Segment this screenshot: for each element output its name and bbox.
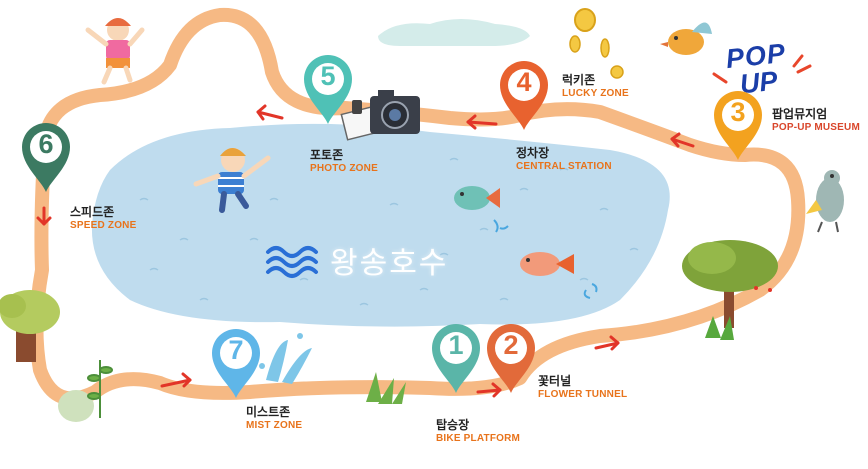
tree-icon — [682, 240, 778, 340]
stop-label-6: 스피드존 SPEED ZONE — [70, 205, 136, 233]
stop-label-7: 미스트존 MIST ZONE — [246, 405, 302, 433]
stop-label-4: 럭키존 LUCKY ZONE — [562, 73, 629, 101]
station-name-en: CENTRAL STATION — [516, 161, 612, 172]
station-name-ko: 정차장 — [516, 146, 550, 160]
stop-pin-7[interactable]: 7 — [209, 326, 263, 400]
stop-name-en: MIST ZONE — [246, 420, 303, 431]
stop-label-1: 탑승장 BIKE PLATFORM — [436, 418, 520, 446]
stop-pin-6[interactable]: 6 — [19, 120, 73, 194]
stop-number: 6 — [38, 129, 54, 159]
camera-icon — [340, 90, 420, 141]
stop-name-en: SPEED ZONE — [70, 220, 137, 231]
fish-icon — [454, 186, 509, 233]
stop-name-ko: 포토존 — [310, 148, 344, 162]
stop-label-3: 팝업뮤지엄 POP-UP MUSEUM — [772, 107, 860, 135]
lake-ripples — [139, 157, 639, 306]
waves-icon — [266, 246, 318, 278]
stop-label-5: 포토존 PHOTO ZONE — [310, 148, 378, 176]
arrow-icon — [476, 382, 502, 398]
map-pin-icon — [304, 55, 352, 124]
map-pin-icon — [212, 329, 260, 398]
plant-icon — [87, 360, 113, 418]
stop-number: 4 — [516, 67, 532, 97]
lake-name: 왕송호수 — [330, 246, 449, 281]
bird-icon — [806, 170, 844, 233]
arrow-icon — [594, 335, 620, 351]
stop-name-ko: 럭키존 — [562, 73, 596, 87]
arrow-icon — [36, 206, 52, 226]
stop-pin-2[interactable]: 2 — [484, 321, 538, 395]
stop-name-en: FLOWER TUNNEL — [538, 389, 628, 400]
arrow-icon — [670, 132, 695, 148]
popup-accent-strokes — [712, 54, 812, 84]
stop-name-ko: 스피드존 — [70, 205, 115, 219]
stop-pin-4[interactable]: 4 — [497, 58, 551, 132]
stop-name-en: POP-UP MUSEUM — [772, 122, 860, 133]
arrow-icon — [466, 114, 498, 130]
stop-pin-5[interactable]: 5 — [301, 52, 355, 126]
trail-path — [29, 7, 806, 406]
stop-number: 7 — [228, 335, 244, 365]
arrow-icon — [256, 104, 284, 121]
stop-name-ko: 팝업뮤지엄 — [772, 107, 828, 121]
stop-label-2: 꽃터널 FLOWER TUNNEL — [538, 374, 627, 402]
map-pin-icon — [22, 123, 70, 192]
grass-icon — [366, 372, 406, 404]
direction-arrows — [36, 104, 695, 398]
stop-name-ko: 탑승장 — [436, 418, 470, 432]
map-pin-icon — [487, 324, 535, 393]
fish-icon — [520, 252, 598, 299]
map-pin-icon — [432, 324, 480, 393]
stop-number: 3 — [730, 97, 746, 127]
stop-number: 2 — [503, 330, 519, 360]
stop-number: 5 — [320, 61, 336, 91]
bird-icon — [660, 22, 712, 55]
central-station-label: 정차장 CENTRAL STATION — [516, 146, 612, 174]
cloud-shape — [378, 19, 530, 46]
stop-name-ko: 꽃터널 — [538, 374, 572, 388]
stop-name-en: BIKE PLATFORM — [436, 433, 521, 444]
stop-name-en: LUCKY ZONE — [562, 88, 629, 99]
tree-icon — [0, 290, 60, 362]
stop-number: 1 — [448, 330, 464, 360]
coins-icon — [569, 8, 624, 79]
stop-name-ko: 미스트존 — [246, 405, 291, 419]
arrow-icon — [160, 372, 192, 388]
stop-pin-3[interactable]: 3 — [711, 88, 765, 162]
map-pin-icon — [714, 91, 762, 160]
mist-icon — [259, 333, 312, 384]
rock-shape — [58, 390, 94, 422]
map-pin-icon — [500, 61, 548, 130]
stop-pin-1[interactable]: 1 — [429, 321, 483, 395]
stop-name-en: PHOTO ZONE — [310, 163, 378, 174]
child-icon — [193, 148, 271, 213]
child-icon — [85, 18, 145, 85]
